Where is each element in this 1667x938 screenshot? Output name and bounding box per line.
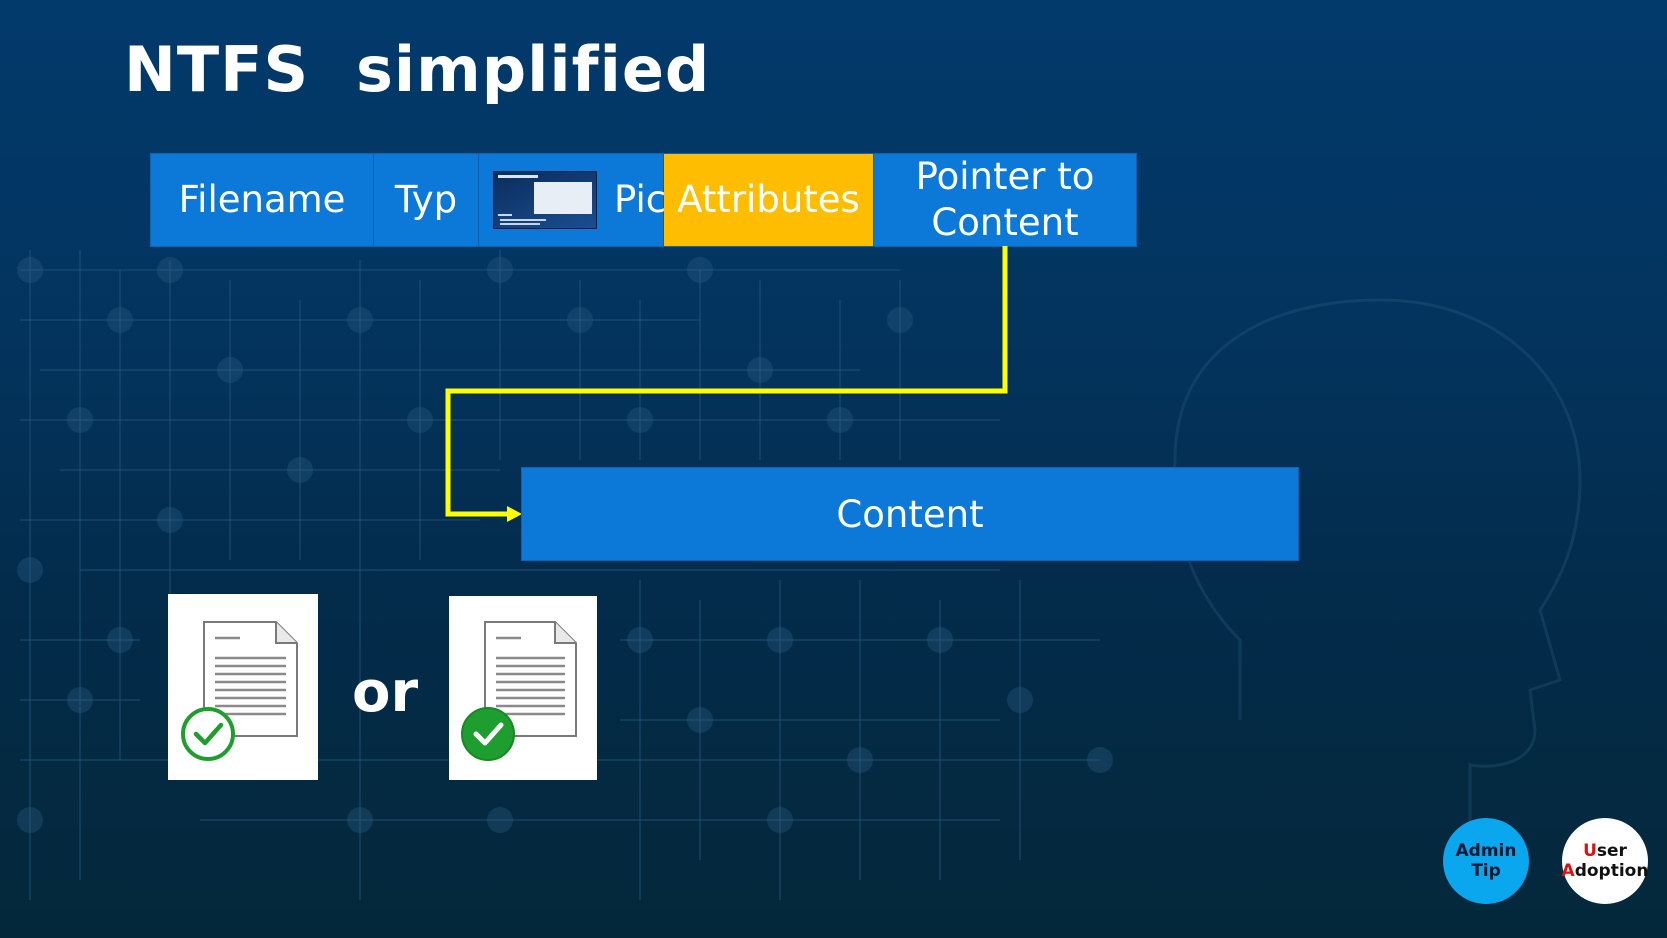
- file-available-card: [168, 594, 318, 780]
- title-ntfs: NTFS: [124, 33, 310, 106]
- pointer-label-line2: Content: [931, 201, 1079, 244]
- content-block: Content: [522, 468, 1298, 560]
- document-outline-check-icon: [181, 621, 298, 761]
- user-adoption-line1: User: [1583, 841, 1627, 861]
- title-simplified: simplified: [356, 33, 711, 106]
- record-field-pic: Pic: [479, 154, 667, 246]
- user-adoption-badge: User Adoption: [1562, 818, 1648, 904]
- pic-thumbnail: [494, 172, 596, 228]
- record-field-pointer-to-content: Pointer to Content: [874, 154, 1136, 246]
- record-field-attributes: Attributes: [664, 154, 874, 246]
- document-filled-check-icon: [461, 621, 577, 761]
- or-label: or: [352, 660, 419, 725]
- file-always-available-card: [449, 596, 597, 780]
- record-field-typ: Typ: [374, 154, 479, 246]
- record-field-filename: Filename: [151, 154, 374, 246]
- pointer-label-line1: Pointer to: [915, 155, 1095, 198]
- record-field-pic-label: Pic: [614, 178, 667, 221]
- ntfs-record-bar: Filename Typ Pic Attributes Pointer to C…: [151, 154, 1136, 246]
- admin-tip-badge: Admin Tip: [1443, 818, 1529, 904]
- admin-tip-line2: Tip: [1471, 861, 1501, 881]
- user-adoption-line2: Adoption: [1561, 861, 1649, 881]
- admin-tip-line1: Admin: [1455, 841, 1517, 861]
